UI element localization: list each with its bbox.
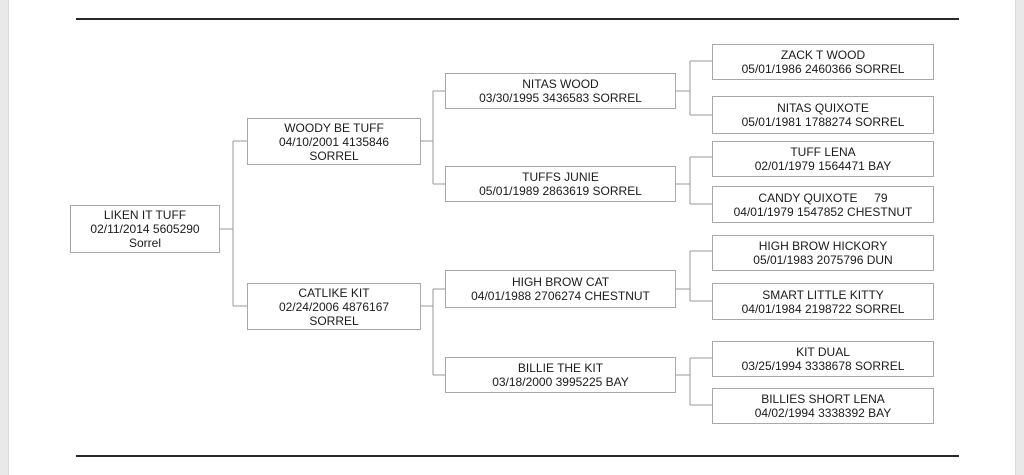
horse-info: 02/24/2006 4876167 [278, 299, 390, 314]
horse-box-ssd: NITAS QUIXOTE 05/01/1981 1788274 SORREL [712, 96, 934, 134]
horse-info: 05/01/1986 2460366 SORREL [741, 62, 905, 76]
connector-dd [676, 357, 712, 406]
horse-name: HIGH BROW HICKORY [758, 239, 888, 253]
connector-dam [421, 288, 445, 376]
horse-box-dam: CATLIKE KIT 02/24/2006 4876167 SORREL [247, 283, 421, 330]
horse-name: NITAS QUIXOTE [777, 101, 869, 115]
horse-name: KIT DUAL [796, 345, 850, 359]
horse-info: SORREL [309, 148, 359, 163]
horse-name: LIKEN IT TUFF [103, 208, 187, 222]
horse-box-dds: KIT DUAL 03/25/1994 3338678 SORREL [712, 341, 934, 377]
top-rule [76, 18, 959, 20]
horse-box-sd: TUFFS JUNIE 05/01/1989 2863619 SORREL [445, 166, 676, 202]
horse-box-dd: BILLIE THE KIT 03/18/2000 3995225 BAY [445, 357, 676, 393]
horse-info: 02/11/2014 5605290 [90, 222, 200, 236]
connector-ds [676, 250, 712, 302]
horse-name: CANDY QUIXOTE 79 [758, 190, 888, 205]
horse-info: 04/01/1979 1547852 CHESTNUT [733, 204, 913, 219]
horse-box-ds: HIGH BROW CAT 04/01/1988 2706274 CHESTNU… [445, 270, 676, 308]
connector-sire [421, 90, 445, 185]
pedigree-connector-lines [220, 60, 712, 406]
horse-name: ZACK T WOOD [780, 48, 866, 62]
horse-info: 05/01/1989 2863619 SORREL [479, 184, 642, 198]
horse-box-sdd: CANDY QUIXOTE 79 04/01/1979 1547852 CHES… [712, 186, 934, 223]
horse-box-dss: HIGH BROW HICKORY 05/01/1983 2075796 DUN [712, 235, 934, 271]
horse-info: 04/02/1994 3338392 BAY [754, 406, 892, 420]
horse-box-subject: LIKEN IT TUFF 02/11/2014 5605290 Sorrel [70, 205, 220, 253]
horse-info: 02/01/1979 1564471 BAY [754, 159, 892, 173]
horse-name: TUFFS JUNIE [522, 170, 599, 184]
horse-info: SORREL [309, 313, 359, 328]
horse-info: 03/30/1995 3436583 SORREL [479, 91, 642, 105]
bottom-rule [76, 455, 959, 457]
horse-info: 04/10/2001 4135846 [278, 134, 390, 149]
horse-info: 05/01/1981 1788274 SORREL [741, 115, 905, 129]
horse-box-ddd: BILLIES SHORT LENA 04/02/1994 3338392 BA… [712, 388, 934, 424]
horse-info: 03/25/1994 3338678 SORREL [741, 359, 905, 373]
connector-subject [220, 140, 247, 307]
horse-name: BILLIE THE KIT [517, 361, 604, 375]
horse-name: CATLIKE KIT [298, 285, 370, 300]
horse-info: 05/01/1983 2075796 DUN [753, 253, 893, 267]
horse-name: BILLIES SHORT LENA [761, 392, 885, 406]
pedigree-page: LIKEN IT TUFF 02/11/2014 5605290 Sorrel … [8, 0, 1016, 475]
horse-name: TUFF LENA [790, 145, 856, 159]
connector-sd [676, 156, 712, 205]
horse-name: WOODY BE TUFF [284, 120, 384, 135]
connector-ss [676, 60, 712, 116]
horse-box-sss: ZACK T WOOD 05/01/1986 2460366 SORREL [712, 44, 934, 80]
horse-box-ss: NITAS WOOD 03/30/1995 3436583 SORREL [445, 73, 676, 109]
horse-box-dsd: SMART LITTLE KITTY 04/01/1984 2198722 SO… [712, 283, 934, 320]
horse-info: 04/01/1984 2198722 SORREL [741, 301, 905, 316]
horse-info: Sorrel [128, 236, 161, 250]
horse-name: HIGH BROW CAT [511, 275, 610, 289]
horse-name: SMART LITTLE KITTY [762, 287, 884, 302]
horse-box-sire: WOODY BE TUFF 04/10/2001 4135846 SORREL [247, 118, 421, 165]
horse-info: 04/01/1988 2706274 CHESTNUT [471, 289, 650, 303]
horse-info: 03/18/2000 3995225 BAY [492, 375, 629, 389]
horse-box-sds: TUFF LENA 02/01/1979 1564471 BAY [712, 141, 934, 177]
horse-name: NITAS WOOD [522, 77, 599, 91]
